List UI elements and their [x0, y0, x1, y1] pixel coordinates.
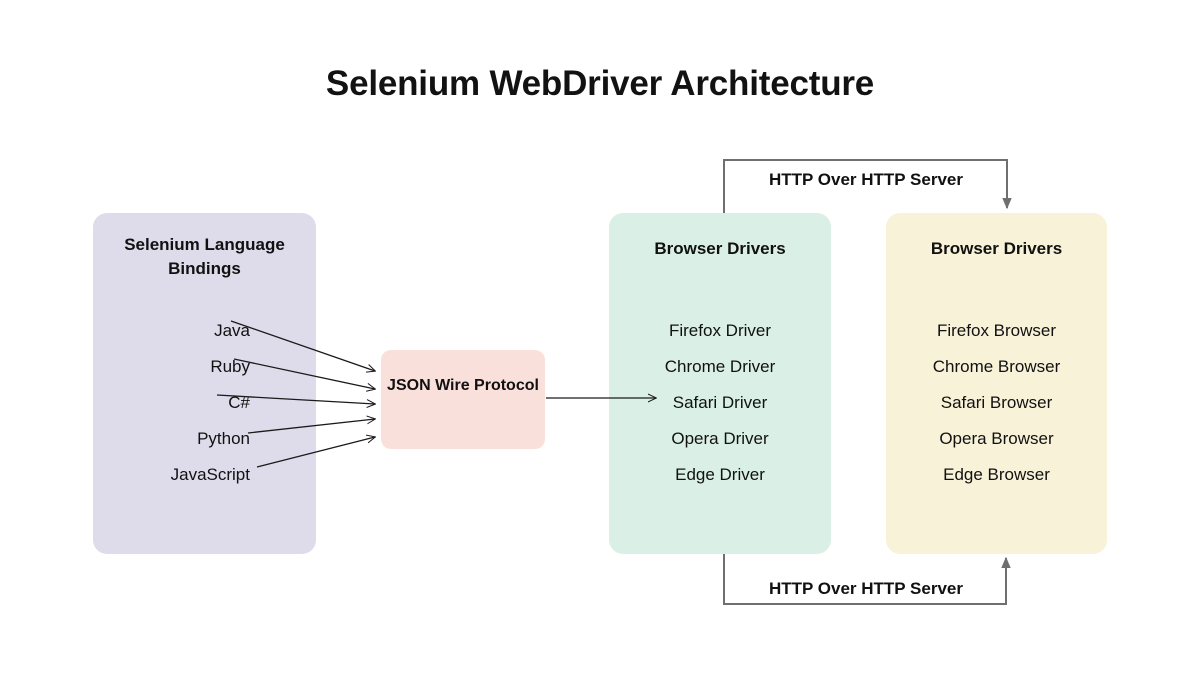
- http-label-top: HTTP Over HTTP Server: [768, 170, 963, 189]
- language-item-csharp: C#: [228, 393, 250, 412]
- drivers-box-title: Browser Drivers: [654, 239, 786, 258]
- driver-item-edge: Edge Driver: [675, 465, 765, 484]
- browser-item-edge: Edge Browser: [943, 465, 1050, 484]
- language-item-python: Python: [197, 429, 250, 448]
- language-item-javascript: JavaScript: [170, 465, 250, 484]
- browser-item-chrome: Chrome Browser: [932, 357, 1061, 376]
- protocol-box-title: JSON Wire Protocol: [387, 377, 539, 394]
- driver-item-safari: Safari Driver: [672, 393, 768, 412]
- browser-drivers-box: Browser Drivers Firefox Driver Chrome Dr…: [609, 213, 831, 554]
- browsers-box-title: Browser Drivers: [930, 239, 1063, 258]
- driver-list: Firefox Driver Chrome Driver Safari Driv…: [609, 313, 831, 493]
- driver-item-chrome: Chrome Driver: [664, 357, 776, 376]
- browser-item-firefox: Firefox Browser: [936, 321, 1057, 340]
- language-list: Java Ruby C# Python JavaScript: [93, 313, 250, 493]
- page-title: Selenium WebDriver Architecture: [325, 64, 875, 103]
- driver-item-firefox: Firefox Driver: [668, 321, 771, 340]
- http-label-bottom: HTTP Over HTTP Server: [768, 579, 963, 598]
- browser-item-opera: Opera Browser: [939, 429, 1054, 448]
- language-item-java: Java: [214, 321, 250, 340]
- browser-item-safari: Safari Browser: [940, 393, 1053, 412]
- selenium-language-bindings-box: Selenium Language Bindings Java Ruby C# …: [93, 213, 316, 554]
- driver-item-opera: Opera Driver: [671, 429, 769, 448]
- browsers-box: Browser Drivers Firefox Browser Chrome B…: [886, 213, 1107, 554]
- json-wire-protocol-box: JSON Wire Protocol: [381, 350, 545, 449]
- bindings-box-title: Selenium Language Bindings: [124, 235, 285, 278]
- browser-list: Firefox Browser Chrome Browser Safari Br…: [886, 313, 1107, 493]
- language-item-ruby: Ruby: [210, 357, 250, 376]
